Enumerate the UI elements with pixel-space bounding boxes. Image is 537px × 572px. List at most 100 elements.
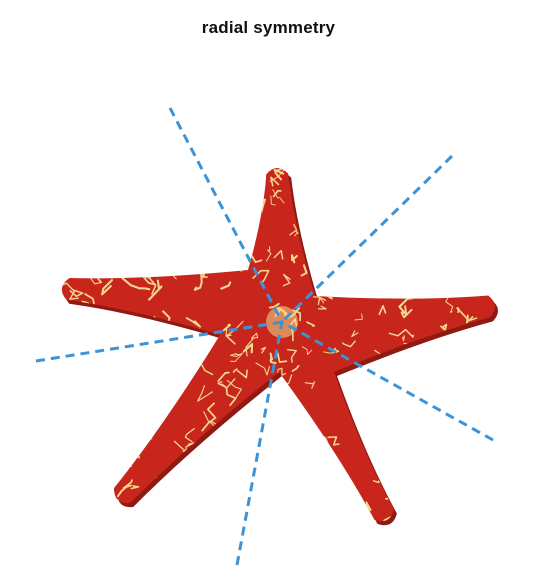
skin-crack [80,179,96,189]
skin-crack [420,463,431,478]
skin-crack [104,247,115,262]
skin-crack [79,191,97,199]
skin-crack [217,371,230,382]
skin-crack [288,517,298,521]
skin-crack [301,346,313,355]
skin-crack [77,365,85,382]
skin-crack [220,445,237,461]
skin-crack [460,363,479,381]
skin-crack [61,438,71,450]
skin-crack [81,167,100,183]
skin-crack [79,385,88,397]
skin-crack [141,200,149,215]
skin-crack [258,472,266,483]
skin-crack [306,221,316,233]
skin-crack [103,460,122,480]
skin-crack [312,437,326,448]
skin-crack [312,296,327,306]
skin-crack [182,262,197,275]
skin-crack [242,185,254,195]
skin-crack [105,210,112,221]
skin-crack [49,235,57,243]
skin-crack [260,346,266,354]
skin-crack [296,501,306,510]
skin-crack [255,476,263,484]
skin-crack [324,478,334,489]
skin-crack [128,391,142,422]
skin-crack [49,241,58,248]
skin-crack [338,481,353,497]
skin-crack [387,183,401,197]
skin-crack [148,364,156,383]
skin-crack [197,385,213,402]
skin-crack [108,150,119,163]
skin-crack [429,511,438,522]
skin-crack [422,238,437,247]
skin-crack [401,514,417,522]
skin-crack [105,396,113,406]
skin-crack [418,363,433,373]
skin-crack [488,274,496,290]
skin-crack [339,289,349,297]
starfish-body [61,167,496,522]
skin-crack [399,475,412,489]
skin-crack [119,391,127,407]
skin-crack [378,183,392,207]
skin-crack [343,167,358,178]
skin-crack [270,176,280,187]
skin-crack [354,313,363,321]
symmetry-line [168,107,284,323]
skin-crack [185,317,202,328]
skin-crack [81,490,99,505]
skin-crack [448,479,465,489]
skin-crack [178,517,191,522]
skin-crack [275,425,282,437]
skin-crack [315,492,329,506]
skin-crack [486,217,496,226]
skin-crack [90,211,105,221]
skin-crack [219,476,235,488]
skin-crack [252,269,270,284]
skin-crack [487,246,495,262]
skin-crack [104,429,119,437]
skin-crack [81,199,86,213]
skin-crack [121,167,135,171]
skin-crack [110,210,119,215]
skin-crack [72,181,80,203]
skin-crack [314,437,324,449]
skin-crack [276,352,288,363]
skin-crack [504,508,512,520]
skin-crack [75,419,88,428]
skin-crack [78,167,91,175]
skin-crack [306,321,316,327]
skin-crack [311,522,320,534]
skin-crack [304,381,316,389]
skin-crack [79,310,93,321]
skin-crack [477,441,487,452]
skin-crack [454,245,468,252]
skin-crack [287,448,298,459]
skin-crack [457,403,468,419]
skin-crack [189,522,196,531]
skin-crack [95,476,119,488]
skin-crack [225,448,235,453]
skin-crack [423,508,434,522]
skin-crack [458,161,466,165]
skin-crack [500,327,506,335]
skin-crack [432,422,443,438]
skin-crack [394,502,414,511]
skin-crack [223,483,233,493]
skin-crack [65,355,76,367]
skin-crack [283,493,294,510]
skin-crack [123,426,135,436]
skin-crack [99,269,107,276]
skin-crack [259,440,266,452]
skin-crack [268,302,280,309]
skin-crack [49,477,57,483]
skin-crack [497,271,506,280]
skin-crack [316,460,334,471]
skin-crack [277,367,287,376]
skin-crack [123,149,133,162]
skin-crack [61,320,74,334]
skin-crack [442,199,454,209]
